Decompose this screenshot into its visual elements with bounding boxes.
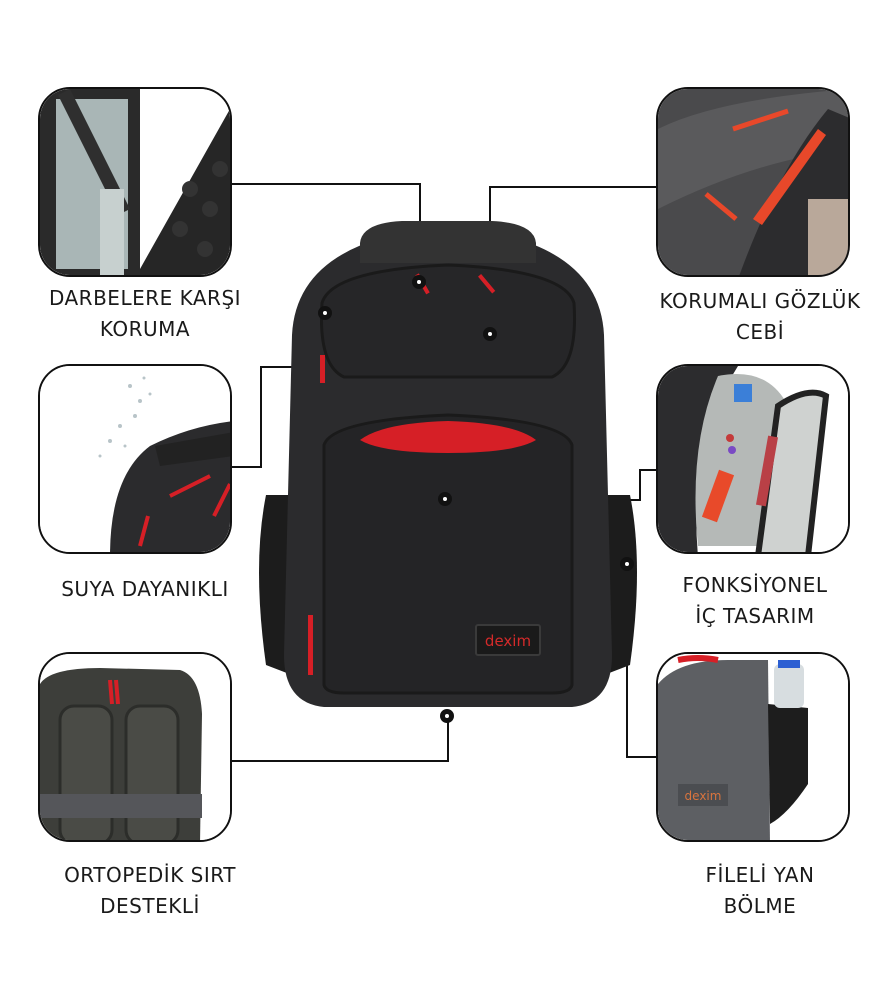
feature-label-interior: FONKSİYONEL İÇ TASARIM — [682, 573, 828, 628]
connector-waterproof-h1 — [232, 466, 262, 468]
marker-dot-glasses — [483, 327, 497, 341]
feature-label-impact: DARBELERE KARŞI KORUMA — [48, 286, 242, 341]
feature-image-glasses — [656, 87, 850, 277]
feature-image-back — [38, 652, 232, 842]
feature-image-waterproof — [38, 364, 232, 554]
connector-interior-v — [639, 469, 641, 501]
feature-label-side: FİLELİ YAN BÖLME — [705, 863, 815, 918]
main-backpack-image: dexim — [252, 215, 644, 715]
connector-waterproof-v — [260, 366, 262, 468]
marker-dot-interior — [438, 492, 452, 506]
connector-glasses-h — [490, 186, 657, 188]
feature-label-waterproof: SUYA DAYANIKLI — [61, 577, 229, 601]
connector-side-h — [626, 756, 658, 758]
marker-dot-back — [440, 709, 454, 723]
feature-image-side: dexim — [656, 652, 850, 842]
feature-image-interior — [656, 364, 850, 554]
connector-impact-h — [232, 183, 420, 185]
connector-waterproof-h2 — [260, 366, 322, 368]
feature-label-back: ORTOPEDİK SIRT DESTEKLİ — [64, 863, 236, 918]
connector-interior-h2 — [639, 469, 657, 471]
connector-back-v — [447, 715, 449, 762]
marker-dot-side — [620, 557, 634, 571]
marker-dot-waterproof — [318, 306, 332, 320]
svg-text:dexim: dexim — [485, 632, 531, 650]
feature-image-impact — [38, 87, 232, 277]
feature-label-glasses: KORUMALI GÖZLÜK CEBİ — [659, 289, 861, 344]
svg-text:dexim: dexim — [685, 789, 722, 803]
marker-dot-impact — [412, 275, 426, 289]
connector-back-h — [232, 760, 449, 762]
